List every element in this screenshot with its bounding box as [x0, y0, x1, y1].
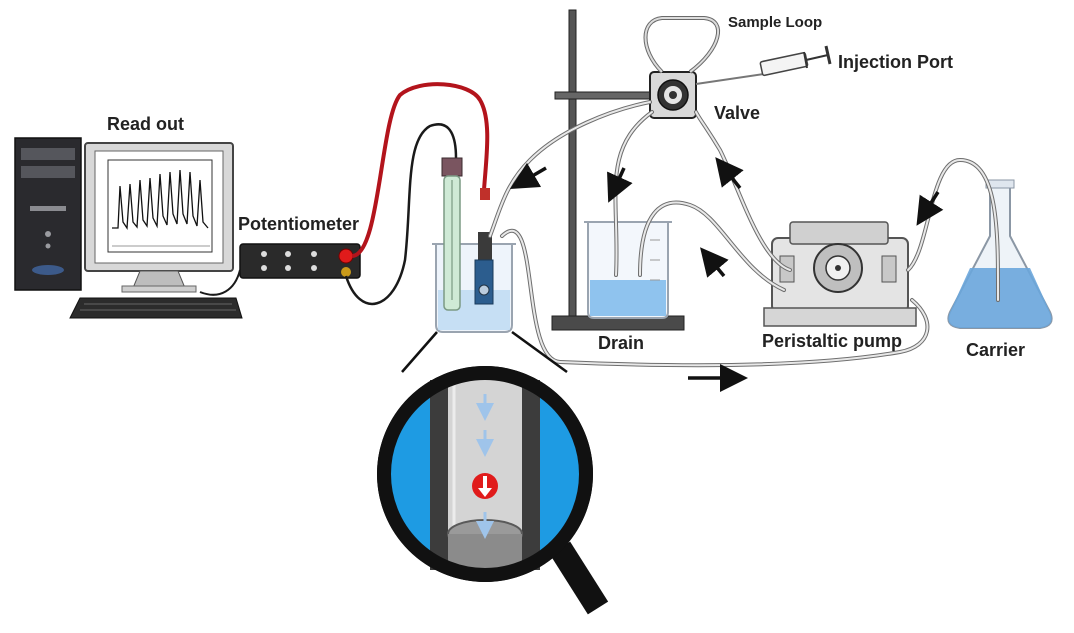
injection-syringe — [695, 45, 832, 85]
magnifier-detail — [377, 330, 609, 615]
ion-indicator — [472, 473, 498, 499]
carrier-flask — [947, 179, 1053, 329]
injection-valve — [649, 71, 697, 119]
flow-arrow — [700, 247, 729, 278]
label-injection-port: Injection Port — [838, 52, 954, 72]
flow-arrows — [509, 157, 944, 392]
flow-arrow — [509, 162, 547, 190]
flow-arrow — [715, 157, 744, 190]
label-drain: Drain — [598, 333, 645, 353]
red-lead-wire — [351, 82, 490, 258]
label-carrier: Carrier — [966, 340, 1026, 360]
flow-arrow — [916, 191, 944, 226]
readout-signal-plot — [107, 159, 213, 253]
computer — [14, 137, 243, 319]
computer-tower — [14, 137, 82, 291]
magnifier-handle — [549, 541, 609, 615]
flow-arrow — [607, 167, 633, 203]
cable-computer-potentiometer — [199, 269, 241, 296]
reference-electrode — [441, 157, 463, 311]
potentiometer-device — [239, 243, 361, 279]
label-sample-loop: Sample Loop — [728, 14, 823, 31]
ring-stand — [551, 9, 685, 331]
label-valve: Valve — [714, 103, 761, 123]
keyboard — [69, 297, 243, 319]
peristaltic-pump — [763, 221, 917, 327]
black-lead-wire — [344, 123, 458, 306]
measurement-beaker — [432, 157, 516, 333]
label-peristaltic-pump: Peristaltic pump — [762, 331, 903, 351]
drain-beaker — [584, 221, 672, 319]
computer-monitor — [84, 142, 234, 293]
sample-loop — [643, 16, 721, 74]
flow-cell-electrode — [474, 188, 494, 305]
label-read-out: Read out — [107, 114, 185, 134]
yellow-terminal — [341, 267, 351, 277]
red-terminal — [338, 248, 354, 264]
label-potentiometer: Potentiometer — [238, 214, 360, 234]
